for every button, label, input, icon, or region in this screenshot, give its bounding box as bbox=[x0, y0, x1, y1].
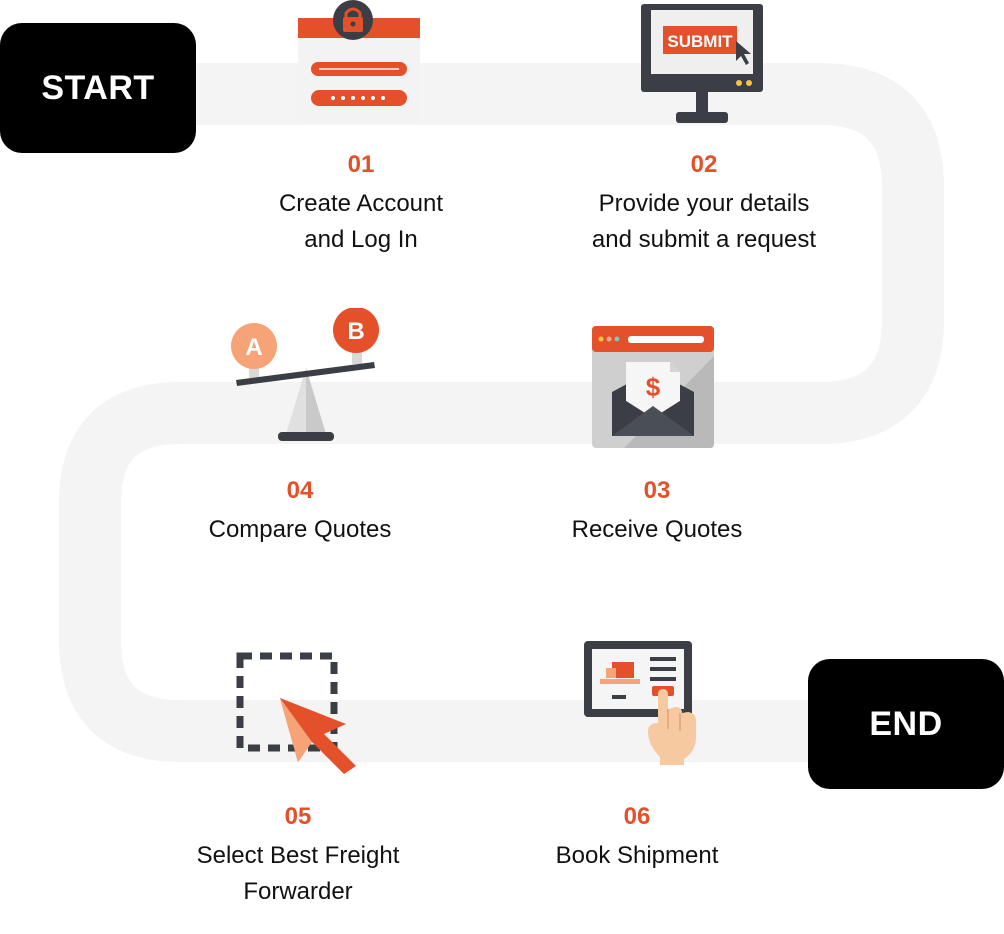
step-04: 04 Compare Quotes bbox=[140, 476, 460, 548]
step-label: Receive Quotes bbox=[497, 512, 817, 548]
step-label-line: Receive Quotes bbox=[571, 516, 743, 543]
monitor-submit-icon: SUBMIT bbox=[641, 4, 763, 123]
step-label-line: Book Shipment bbox=[555, 842, 719, 869]
step-number: 03 bbox=[643, 477, 671, 504]
step-02: 02 Provide your details and submit a req… bbox=[544, 150, 864, 258]
step-number: 05 bbox=[284, 803, 312, 830]
option-a-text: A bbox=[245, 334, 262, 361]
step-06: 06 Book Shipment bbox=[477, 802, 797, 874]
email-quote-icon: $ bbox=[592, 326, 714, 448]
option-b-text: B bbox=[347, 318, 364, 345]
step-05: 05 Select Best Freight Forwarder bbox=[138, 802, 458, 910]
selection-cursor-icon bbox=[236, 652, 356, 774]
submit-text: SUBMIT bbox=[667, 32, 733, 51]
balance-scale-icon: A B bbox=[231, 308, 379, 441]
start-label: START bbox=[0, 23, 196, 153]
step-label: Provide your details and submit a reques… bbox=[544, 186, 864, 258]
step-label-line: and submit a request bbox=[591, 226, 817, 253]
end-label: END bbox=[808, 659, 1004, 789]
step-label: Compare Quotes bbox=[140, 512, 460, 548]
step-03: 03 Receive Quotes bbox=[497, 476, 817, 548]
step-label-line: Forwarder bbox=[243, 878, 353, 905]
tablet-touch-icon bbox=[584, 641, 696, 765]
step-label-line: Select Best Freight bbox=[196, 842, 400, 869]
step-number: 06 bbox=[623, 803, 651, 830]
step-label: Select Best Freight Forwarder bbox=[138, 838, 458, 910]
step-number: 02 bbox=[690, 151, 718, 178]
step-label: Create Account and Log In bbox=[201, 186, 521, 258]
step-label-line: Provide your details bbox=[598, 190, 810, 217]
step-01: 01 Create Account and Log In bbox=[201, 150, 521, 258]
login-form-icon bbox=[298, 0, 420, 122]
step-label: Book Shipment bbox=[477, 838, 797, 874]
step-label-line: and Log In bbox=[304, 226, 418, 253]
step-label-line: Create Account bbox=[278, 190, 444, 217]
step-number: 04 bbox=[286, 477, 314, 504]
step-label-line: Compare Quotes bbox=[208, 516, 392, 543]
dollar-text: $ bbox=[646, 372, 661, 402]
step-number: 01 bbox=[347, 151, 375, 178]
